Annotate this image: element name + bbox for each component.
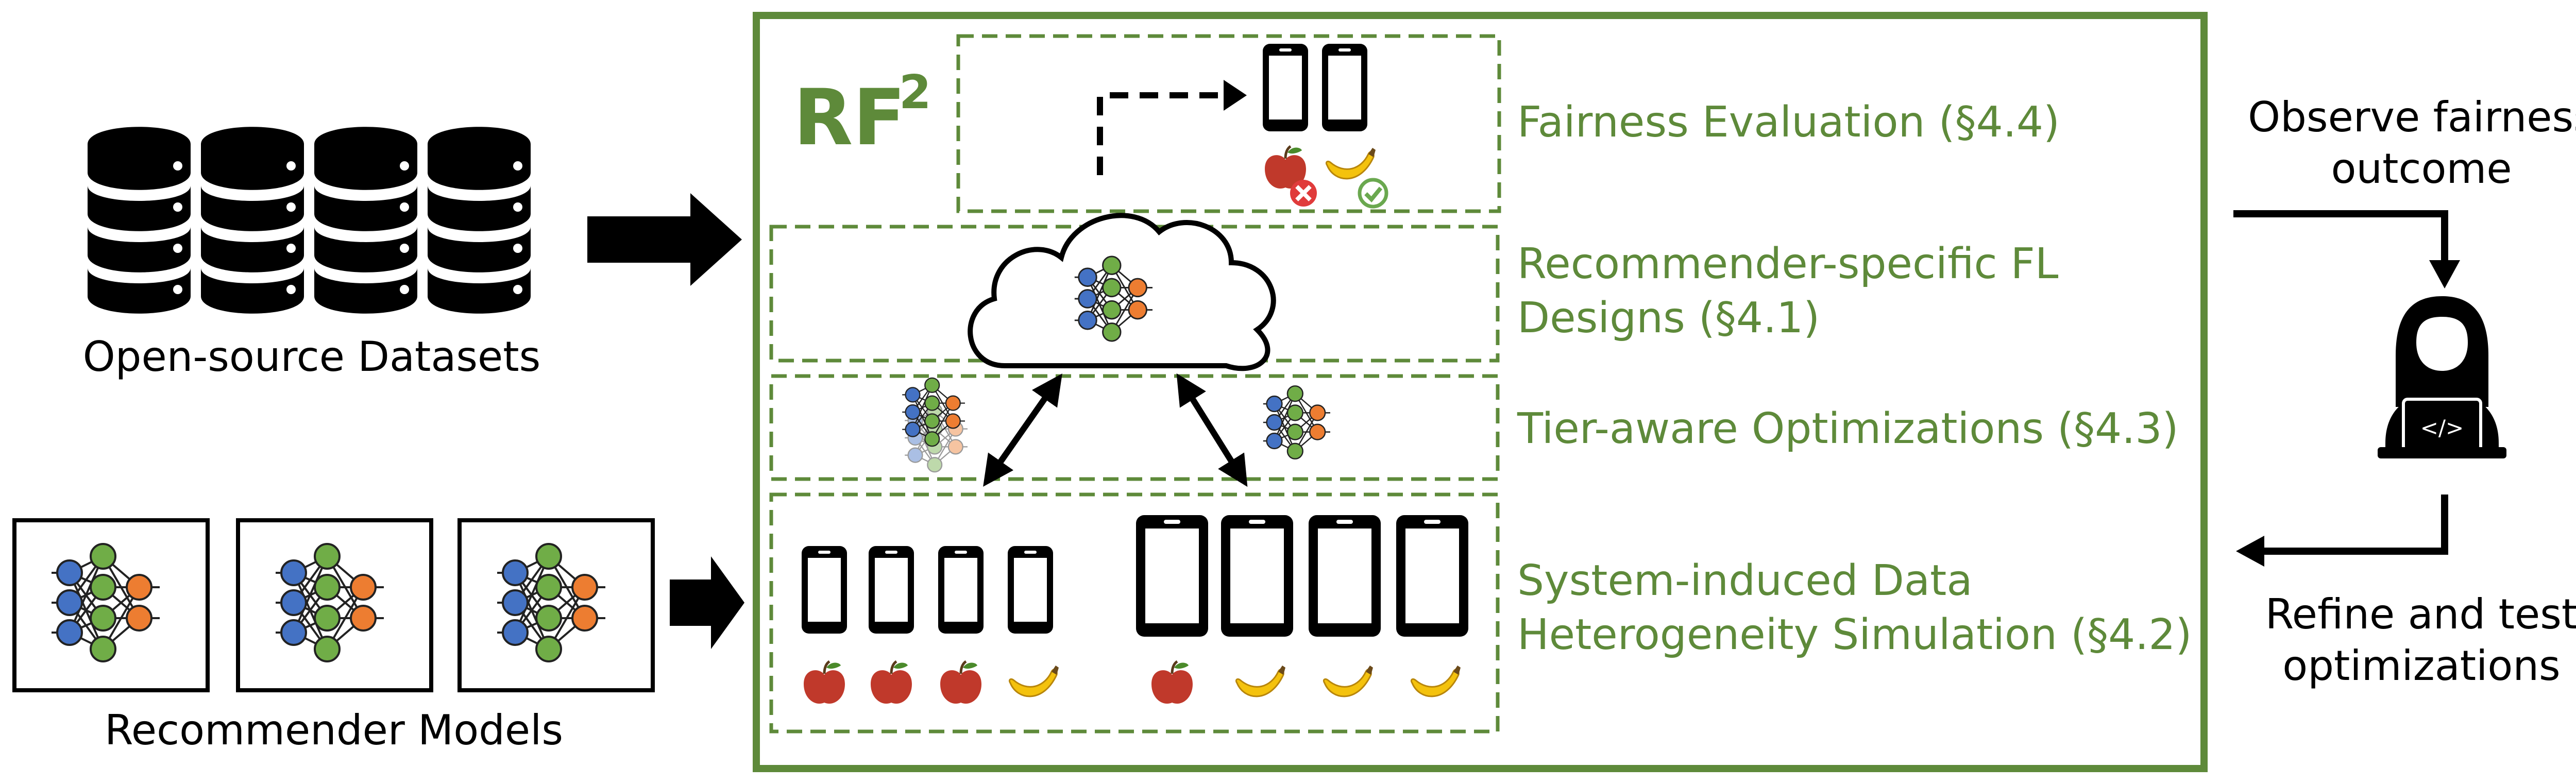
cloud-high-tier-arrow — [1176, 373, 1248, 487]
low-tier-devices — [802, 546, 1060, 704]
simulation-box — [769, 492, 1500, 734]
rf2-title: RF — [793, 73, 906, 163]
smartphone-icon — [1008, 546, 1053, 634]
datasets-label: Open-source Datasets — [83, 333, 541, 381]
neural-network-icon — [1262, 385, 1331, 459]
rf2-frame — [753, 12, 2208, 772]
refine-label-1: Refine and test — [2265, 590, 2576, 638]
cross-icon — [1290, 180, 1317, 207]
apple-icon — [1151, 661, 1193, 704]
tablet-icon — [1396, 515, 1468, 637]
refine-arrow — [2259, 495, 2448, 555]
user-laptop-icon: </> — [2378, 296, 2506, 458]
database-icon — [201, 127, 304, 314]
high-tier-devices — [1136, 515, 1468, 704]
arrowhead — [2236, 536, 2264, 567]
smartphone-icon — [938, 546, 984, 634]
database-icon — [428, 127, 531, 314]
arrowhead — [2429, 260, 2460, 288]
banana-icon — [1008, 664, 1060, 697]
arrowhead — [1224, 80, 1247, 111]
apple-icon — [940, 661, 981, 704]
cloud-icon — [968, 213, 1276, 371]
fairness-eval-box — [956, 34, 1501, 213]
datasets-to-rf2-arrow — [587, 193, 742, 286]
models-to-rf2-arrow — [670, 556, 744, 649]
banana-icon — [1323, 664, 1374, 697]
tablet-icon — [1309, 515, 1381, 637]
svg-text:</>: </> — [2420, 415, 2464, 440]
observe-label-1: Observe fairness — [2248, 93, 2576, 141]
fl-designs-label-2: Designs (§4.1) — [1517, 294, 1820, 343]
smartphone-icon — [1263, 44, 1308, 131]
tier-opt-label: Tier-aware Optimizations (§4.3) — [1517, 404, 2179, 453]
cloud-low-tier-arrow — [983, 373, 1062, 487]
check-icon — [1358, 178, 1388, 209]
fairness-eval-label: Fairness Evaluation (§4.4) — [1517, 98, 2060, 147]
smartphone-icon — [802, 546, 847, 634]
banana-icon — [1235, 664, 1286, 697]
database-icon — [314, 127, 417, 314]
rf2-superscript: 2 — [899, 65, 931, 120]
smartphone-icon — [1322, 44, 1367, 131]
tier-opt-box — [769, 374, 1500, 481]
banana-icon — [1325, 147, 1377, 180]
models-label: Recommender Models — [105, 706, 563, 754]
database-icon — [88, 127, 191, 314]
apple-icon — [871, 661, 912, 704]
banana-icon — [1410, 664, 1462, 697]
cloud-to-fairness-arrow — [1097, 92, 1226, 175]
datasets-group: Open-source Datasets — [83, 127, 541, 381]
tablet-icon — [1221, 515, 1293, 637]
apple-icon — [804, 661, 845, 704]
simulation-label-2: Heterogeneity Simulation (§4.2) — [1517, 610, 2192, 659]
refine-label-2: optimizations — [2282, 642, 2560, 690]
tablet-icon — [1136, 515, 1208, 637]
models-group: Recommender Models — [12, 518, 655, 754]
observe-label-2: outcome — [2331, 145, 2512, 193]
smartphone-icon — [869, 546, 914, 634]
fairness-eval-devices — [1263, 44, 1388, 209]
simulation-label-1: System-induced Data — [1517, 556, 1973, 605]
fl-designs-label-1: Recommender-specific FL — [1517, 240, 2059, 288]
observe-arrow — [2233, 210, 2448, 265]
